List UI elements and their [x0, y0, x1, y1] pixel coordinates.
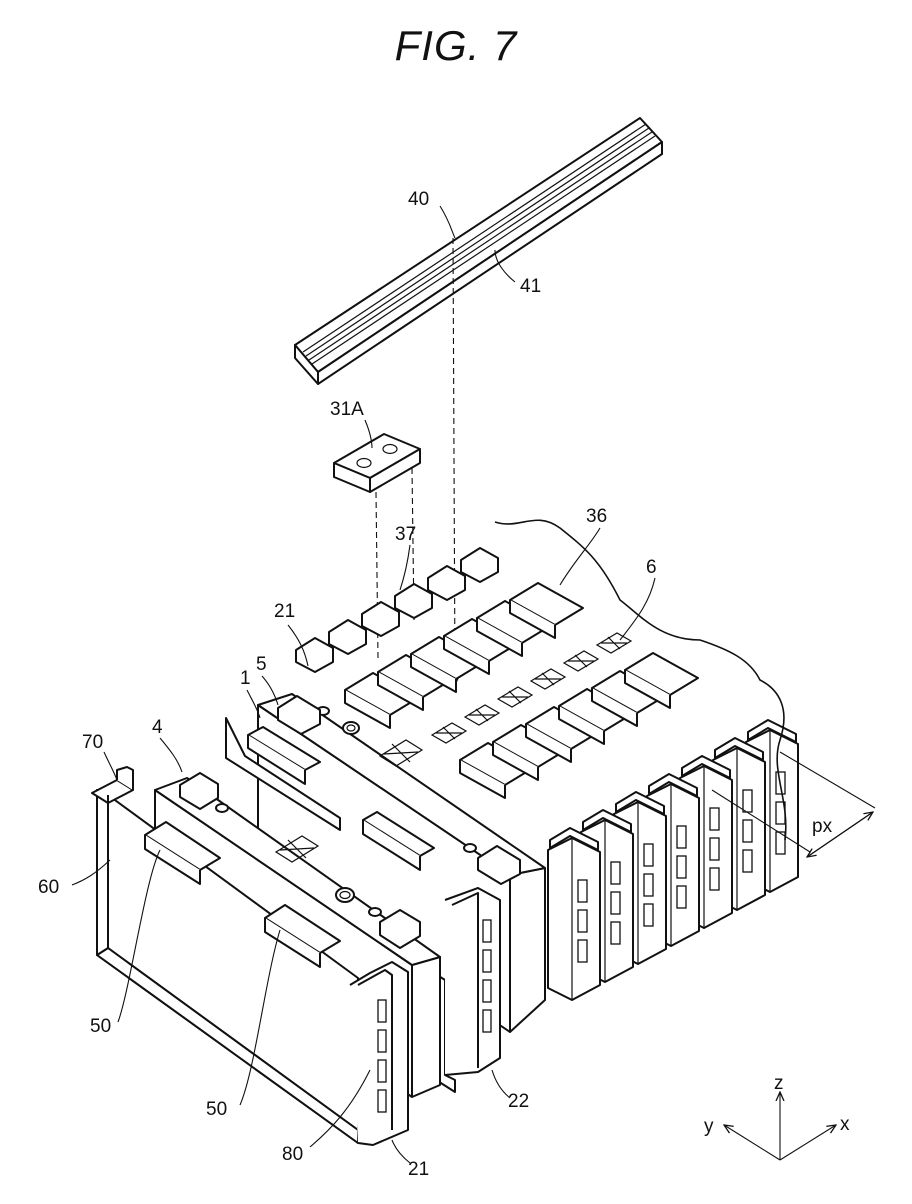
- vent-window: [644, 904, 653, 926]
- vent-window: [710, 808, 719, 830]
- axis-triad: [724, 1092, 836, 1160]
- label-60: 60: [38, 877, 59, 898]
- connector-block-31A: [334, 434, 420, 492]
- label-21-bottom: 21: [408, 1159, 429, 1180]
- label-4: 4: [152, 717, 163, 738]
- vent-window: [677, 826, 686, 848]
- vent-window: [743, 820, 752, 842]
- axis-label-z: z: [774, 1073, 784, 1094]
- top-clip: [428, 566, 465, 600]
- top-clip: [329, 620, 366, 654]
- cross-vent: [531, 669, 565, 689]
- vent-window: [677, 886, 686, 908]
- vent-window: [710, 838, 719, 860]
- alignment-line-40: [453, 238, 455, 678]
- label-5: 5: [256, 654, 267, 675]
- cross-vent: [498, 687, 532, 707]
- cross-vent: [432, 723, 466, 743]
- top-clip: [296, 638, 333, 672]
- cross-vent: [597, 633, 631, 653]
- cross-vent: [564, 651, 598, 671]
- vent-window: [710, 868, 719, 890]
- label-1: 1: [240, 668, 251, 689]
- label-36: 36: [586, 506, 607, 527]
- label-40: 40: [408, 189, 429, 210]
- vent-window: [743, 790, 752, 812]
- label-21-top: 21: [274, 601, 295, 622]
- vent-window: [743, 850, 752, 872]
- vent-window: [611, 862, 620, 884]
- label-50-left: 50: [90, 1016, 111, 1037]
- vent-window: [578, 880, 587, 902]
- vent-window: [644, 844, 653, 866]
- vent-window: [578, 910, 587, 932]
- label-80: 80: [282, 1144, 303, 1165]
- label-6: 6: [646, 557, 657, 578]
- axis-label-x: x: [840, 1114, 850, 1135]
- vent-window: [677, 856, 686, 878]
- cross-vent: [465, 705, 499, 725]
- vent-window: [611, 892, 620, 914]
- vent-window: [578, 940, 587, 962]
- top-clip: [461, 548, 498, 582]
- label-41: 41: [520, 276, 541, 297]
- label-70: 70: [82, 732, 103, 753]
- label-50-center: 50: [206, 1099, 227, 1120]
- vent-window: [611, 922, 620, 944]
- label-37: 37: [395, 524, 416, 545]
- stack-cell-side: [548, 838, 600, 1000]
- top-clip: [362, 602, 399, 636]
- label-22: 22: [508, 1091, 529, 1112]
- axis-label-y: y: [704, 1116, 714, 1137]
- label-px: px: [812, 816, 833, 837]
- bus-bar-plate-40: [295, 118, 662, 384]
- vent-window: [644, 874, 653, 896]
- label-31A: 31A: [330, 399, 364, 420]
